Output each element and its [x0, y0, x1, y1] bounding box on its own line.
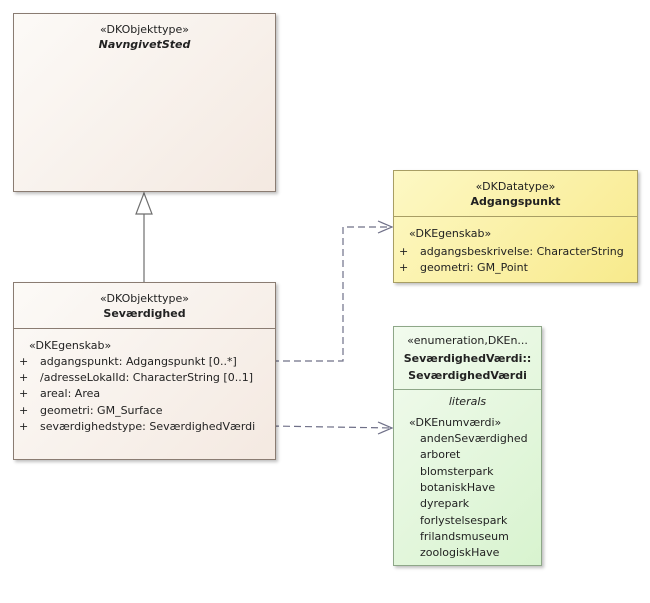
class-adgangspunkt[interactable]: «DKDatatype» Adgangspunkt «DKEgenskab» +…	[393, 170, 638, 283]
enum-literal-stereotype: «DKEnumværdi»	[409, 416, 502, 429]
sevaerdighed-attr-stereotype: «DKEgenskab»	[29, 339, 112, 352]
attr-geometri[interactable]: geometri: GM_Surface	[40, 404, 163, 417]
adgangspunkt-name: Adgangspunkt	[470, 195, 561, 208]
adgangspunkt-separator	[394, 216, 637, 217]
enum-literal[interactable]: dyrepark	[420, 497, 470, 510]
attr-visibility: +	[399, 245, 409, 258]
class-sevaerdighed[interactable]: «DKObjekttype» Seværdighed «DKEgenskab» …	[13, 282, 276, 460]
sevaerdighed-separator	[14, 328, 275, 329]
class-navngivet-sted[interactable]: «DKObjekttype» NavngivetSted	[13, 13, 276, 192]
enum-literal[interactable]: zoologiskHave	[420, 546, 500, 559]
generalization-arrowhead	[135, 191, 153, 215]
attr-visibility: +	[19, 355, 29, 368]
attr-adresse-lokal-id[interactable]: /adresseLokalId: CharacterString [0..1]	[40, 371, 253, 384]
enum-separator	[394, 389, 541, 390]
attr-visibility: +	[19, 420, 29, 433]
attr-visibility: +	[19, 404, 29, 417]
enum-literal[interactable]: andenSeværdighed	[420, 432, 528, 445]
sevaerdighedstype-dependency-arrowhead	[377, 421, 394, 435]
attr-adgangsbeskrivelse[interactable]: adgangsbeskrivelse: CharacterString	[420, 245, 624, 258]
adgangspunkt-dependency-arrowhead	[377, 220, 394, 234]
enum-literal[interactable]: frilandsmuseum	[420, 530, 509, 543]
enum-literal[interactable]: blomsterpark	[420, 465, 494, 478]
enum-literal[interactable]: forlystelsespark	[420, 514, 508, 527]
enum-literal[interactable]: botaniskHave	[420, 481, 496, 494]
enum-name-line2: SeværdighedVærdi	[408, 369, 527, 382]
attr-sevaerdighedstype[interactable]: seværdighedstype: SeværdighedVærdi	[40, 420, 256, 433]
enum-name-line1: SeværdighedVærdi::	[403, 352, 532, 365]
attr-areal[interactable]: areal: Area	[40, 387, 101, 400]
enum-sevaerdighed-vaerdi[interactable]: «enumeration,DKEn... SeværdighedVærdi:: …	[393, 326, 542, 566]
sevaerdighed-name: Seværdighed	[103, 307, 186, 320]
sevaerdighedstype-dependency-line	[263, 419, 393, 433]
enum-section-label: literals	[448, 395, 487, 408]
attr-visibility: +	[19, 371, 29, 384]
sevaerdighed-stereotype: «DKObjekttype»	[99, 292, 190, 305]
enum-literal[interactable]: arboret	[420, 448, 461, 461]
adgangspunkt-dependency-line	[263, 226, 392, 362]
enum-stereotype: «enumeration,DKEn...	[407, 334, 528, 347]
navngivet-sted-stereotype: «DKObjekttype»	[99, 23, 190, 36]
attr-adgangspunkt[interactable]: adgangspunkt: Adgangspunkt [0..*]	[40, 355, 237, 368]
adgangspunkt-attr-stereotype: «DKEgenskab»	[409, 227, 492, 240]
navngivet-sted-name: NavngivetSted	[98, 38, 191, 51]
attr-visibility: +	[399, 261, 409, 274]
attr-geometri-point[interactable]: geometri: GM_Point	[420, 261, 528, 274]
adgangspunkt-stereotype: «DKDatatype»	[475, 180, 556, 193]
attr-visibility: +	[19, 387, 29, 400]
